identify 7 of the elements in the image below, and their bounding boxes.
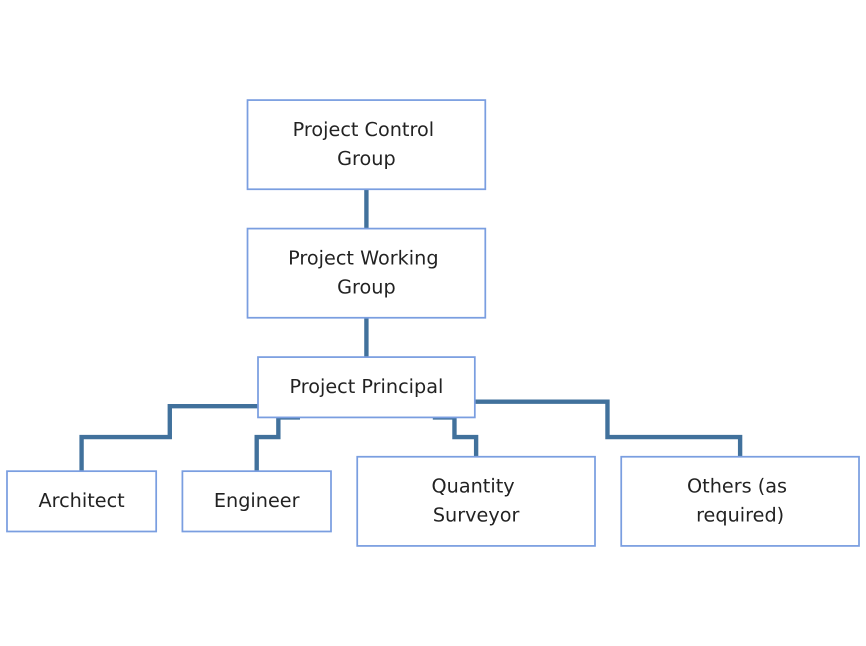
node-box: Others (as required) — [620, 456, 860, 547]
node-box: Quantity Surveyor — [356, 456, 596, 547]
node-box: Project Working Group — [246, 228, 486, 319]
node-box: Project Control Group — [246, 99, 486, 190]
node-box: Project Principal — [257, 356, 476, 418]
node-box: Engineer — [182, 470, 332, 532]
node-box: Architect — [6, 470, 158, 532]
